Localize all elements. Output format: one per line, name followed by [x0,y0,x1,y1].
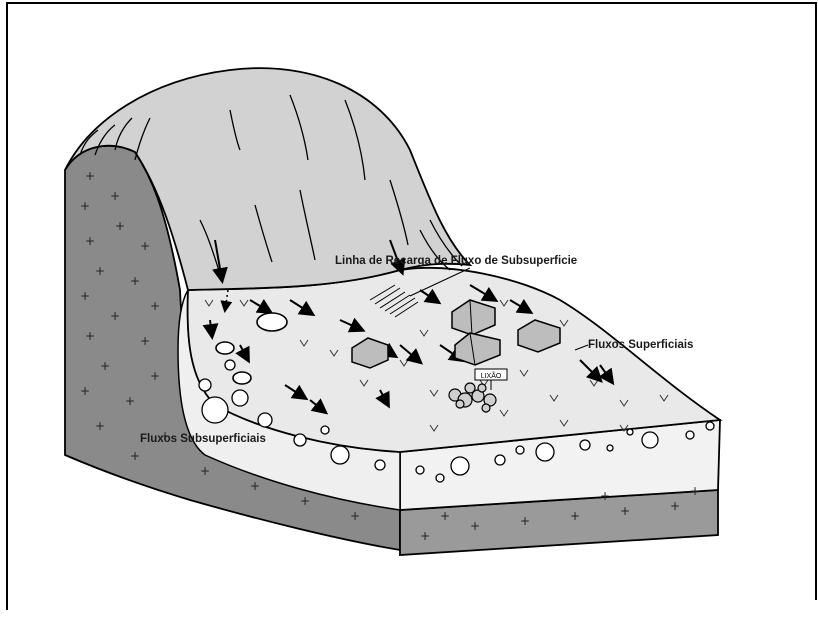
svg-text:+: + [110,309,120,323]
svg-text:+: + [150,299,160,313]
svg-text:+: + [85,169,95,183]
svg-text:+: + [670,499,680,513]
subsurface-flows-label: Fluxos Subsuperficiais [140,433,266,445]
svg-text:+: + [350,509,360,523]
svg-text:+: + [570,509,580,523]
svg-text:+: + [420,529,430,543]
svg-text:+: + [140,239,150,253]
svg-text:+: + [520,514,530,528]
svg-text:+: + [100,359,110,373]
svg-text:+: + [80,384,90,398]
svg-text:+: + [440,509,450,523]
svg-text:+: + [95,419,105,433]
svg-text:+: + [125,394,135,408]
svg-text:+: + [690,484,700,498]
landfill-sign-text: LIXÃO [481,371,502,380]
svg-text:+: + [250,479,260,493]
svg-text:+: + [620,504,630,518]
recharge-line-label: Linha de Recarga de Fluxo de Subsuperfic… [335,255,577,267]
svg-text:+: + [110,189,120,203]
svg-text:+: + [130,449,140,463]
svg-text:+: + [150,369,160,383]
svg-text:+: + [85,234,95,248]
surface-flows-label: Fluxos Superficiais [588,339,693,351]
svg-text:+: + [80,199,90,213]
svg-text:+: + [470,519,480,533]
svg-text:+: + [80,289,90,303]
svg-text:+: + [140,334,150,348]
svg-text:+: + [130,274,140,288]
svg-text:+: + [85,329,95,343]
svg-text:+: + [200,464,210,478]
svg-text:+: + [115,219,125,233]
svg-text:+: + [95,264,105,278]
svg-text:+: + [600,489,610,503]
svg-text:+: + [300,494,310,508]
